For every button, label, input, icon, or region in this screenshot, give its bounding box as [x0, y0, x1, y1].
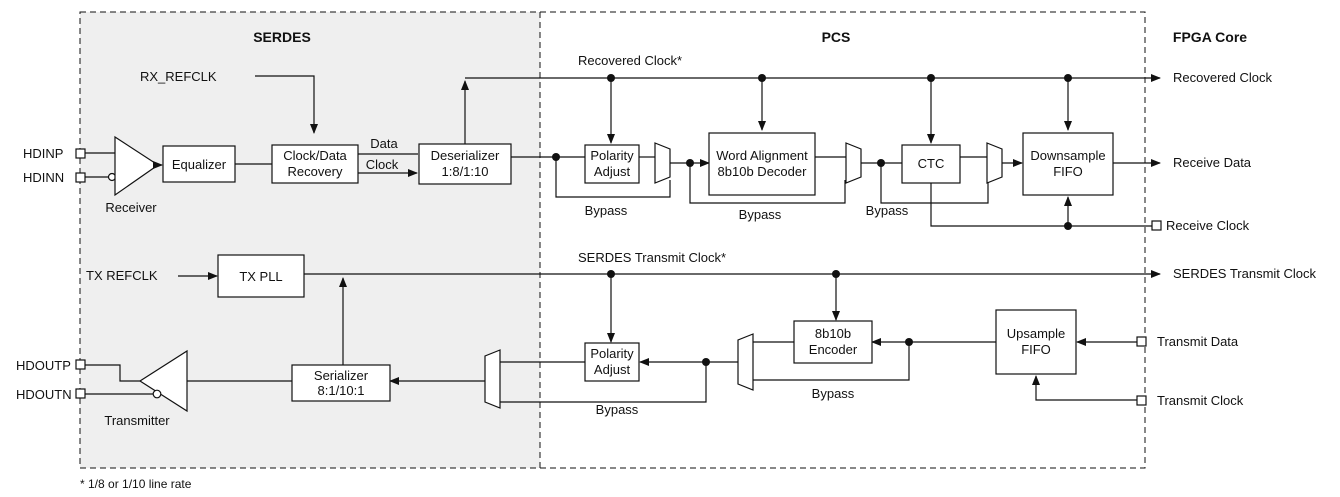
- serializer-block: [291, 364, 391, 402]
- equalizer-text: Equalizer: [172, 157, 227, 172]
- upsample-fifo-block: [995, 309, 1077, 375]
- upsample-text-1: Upsample: [1007, 326, 1066, 341]
- encoder-text-1: 8b10b: [815, 326, 851, 341]
- cdr-text-2: Recovery: [288, 164, 343, 179]
- transmit-clock-pin: [1136, 395, 1147, 406]
- bypass-mux-1: [654, 142, 671, 184]
- tx-refclk-label: TX REFCLK: [86, 268, 158, 283]
- serdes-title: SERDES: [253, 29, 311, 45]
- downsample-text-1: Downsample: [1030, 148, 1105, 163]
- rx-refclk-label: RX_REFCLK: [140, 69, 217, 84]
- hdinp-pin: [75, 148, 86, 159]
- downsample-text-2: FIFO: [1053, 164, 1083, 179]
- recovered-clock-port-label: Recovered Clock: [1173, 70, 1272, 85]
- serdes-tx-clock-star-label: SERDES Transmit Clock*: [578, 250, 726, 265]
- word-align-text-2: 8b10b Decoder: [718, 164, 808, 179]
- transmitter-label: Transmitter: [104, 413, 170, 428]
- clock-label: Clock: [366, 157, 399, 172]
- encoder-block: [793, 320, 873, 364]
- receiver-amplifier: [114, 135, 160, 197]
- tx-bypass-mux-2: [737, 333, 754, 391]
- deserializer-block: [418, 143, 512, 185]
- rx-refclk-line: [255, 75, 318, 134]
- bypass-1-label: Bypass: [585, 203, 628, 218]
- pcs-title: PCS: [822, 29, 851, 45]
- polarity-tx-text-2: Adjust: [594, 362, 631, 377]
- bypass-4-label: Bypass: [812, 386, 855, 401]
- polarity-rx-text-2: Adjust: [594, 164, 631, 179]
- upsample-text-2: FIFO: [1021, 342, 1051, 357]
- transmitter-driver: [138, 349, 188, 413]
- tx-pll-text: TX PLL: [239, 269, 282, 284]
- cdr-text-1: Clock/Data: [283, 148, 347, 163]
- receive-data-port-label: Receive Data: [1173, 155, 1252, 170]
- bypass-3-label: Bypass: [866, 203, 909, 218]
- ctc-block: [901, 144, 961, 184]
- recovered-clock-star-label: Recovered Clock*: [578, 53, 682, 68]
- word-alignment-decoder-block: [708, 132, 816, 196]
- transmit-data-pin: [1136, 336, 1147, 347]
- polarity-rx-text-1: Polarity: [590, 148, 634, 163]
- downsample-fifo-block: [1022, 132, 1114, 196]
- bypass-2-label: Bypass: [739, 207, 782, 222]
- tx-pll-block: [217, 254, 305, 298]
- word-align-text-1: Word Alignment: [716, 148, 808, 163]
- polarity-adjust-rx-block: [584, 144, 640, 184]
- receiver-label: Receiver: [105, 200, 157, 215]
- deser-text-2: 1:8/1:10: [442, 164, 489, 179]
- hdoutn-label: HDOUTN: [16, 387, 72, 402]
- bypass-5-label: Bypass: [596, 402, 639, 417]
- data-label: Data: [370, 136, 398, 151]
- tx-bypass-mux-1: [484, 349, 501, 409]
- bypass-mux-3: [986, 142, 1003, 184]
- serializer-text-2: 8:1/10:1: [318, 383, 365, 398]
- polarity-tx-text-1: Polarity: [590, 346, 634, 361]
- transmit-data-port-label: Transmit Data: [1157, 334, 1239, 349]
- ctc-text: CTC: [918, 156, 945, 171]
- transmit-clock-port-label: Transmit Clock: [1157, 393, 1244, 408]
- hdinn-pin: [75, 172, 86, 183]
- hdoutp-label: HDOUTP: [16, 358, 71, 373]
- clock-data-recovery-block: [271, 144, 359, 184]
- hdinp-label: HDINP: [23, 146, 63, 161]
- receive-clock-port-label: Receive Clock: [1166, 218, 1250, 233]
- bypass-mux-2: [845, 142, 862, 184]
- deser-text-1: Deserializer: [431, 148, 500, 163]
- outer-dashed-frame: [79, 11, 1146, 469]
- encoder-text-2: Encoder: [809, 342, 858, 357]
- receive-clock-pin: [1151, 220, 1162, 231]
- serializer-text-1: Serializer: [314, 368, 369, 383]
- serdes-tx-clock-port-label: SERDES Transmit Clock: [1173, 266, 1317, 281]
- fpga-core-title: FPGA Core: [1173, 29, 1247, 45]
- hdoutp-pin: [75, 359, 86, 370]
- polarity-adjust-tx-block: [584, 342, 640, 382]
- footnote: * 1/8 or 1/10 line rate: [80, 477, 192, 491]
- hdoutn-pin: [75, 388, 86, 399]
- hdinn-label: HDINN: [23, 170, 64, 185]
